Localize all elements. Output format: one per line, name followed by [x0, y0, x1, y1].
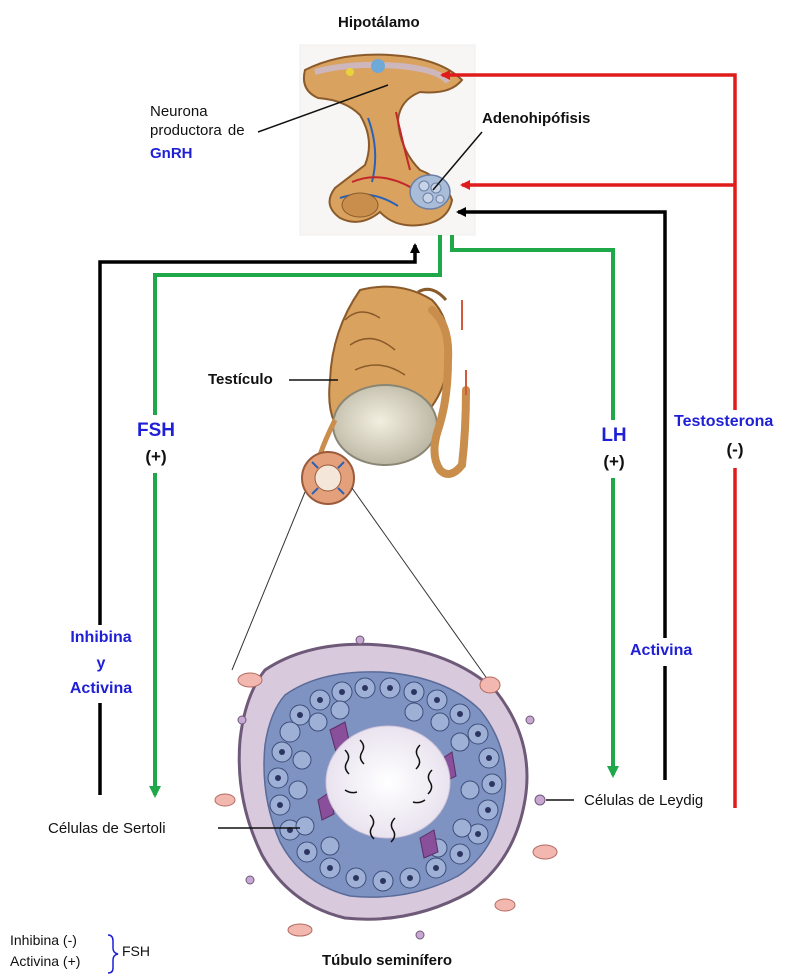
legend-activina: Activina (+) — [10, 953, 80, 969]
legend-target-fsh: FSH — [122, 943, 150, 959]
gnrh-label: GnRH — [150, 145, 193, 162]
inhibina-label: Inhibina — [58, 629, 144, 647]
legend-brace — [108, 935, 118, 973]
fsh-label: FSH — [122, 420, 190, 442]
activina-left-label: Activina — [58, 680, 144, 698]
hypothalamus-label: Hipotálamo — [338, 14, 420, 31]
leydig-cells-label: Células de Leydig — [584, 792, 703, 809]
testicle-illustration — [302, 287, 466, 504]
fsh-sign: (+) — [122, 447, 190, 467]
seminiferous-tubule-label: Túbulo seminífero — [322, 952, 452, 969]
activina-right-label: Activina — [630, 642, 692, 660]
seminiferous-tubule-illustration — [215, 636, 557, 939]
adenohypophysis-label: Adenohipófisis — [482, 110, 590, 127]
zoom-line-left — [232, 492, 305, 670]
lh-sign: (+) — [580, 452, 648, 472]
testosterone-sign: (-) — [710, 440, 760, 460]
sertoli-cells-label: Células de Sertoli — [48, 820, 166, 837]
neuron-label-line2: productora de — [150, 122, 245, 139]
lh-label: LH — [580, 425, 648, 447]
testosterone-label: Testosterona — [674, 413, 773, 431]
y-label: y — [58, 655, 144, 673]
neuron-label-line1: Neurona — [150, 103, 208, 120]
legend-inhibina: Inhibina (-) — [10, 932, 77, 948]
testicle-label: Testículo — [208, 371, 273, 388]
